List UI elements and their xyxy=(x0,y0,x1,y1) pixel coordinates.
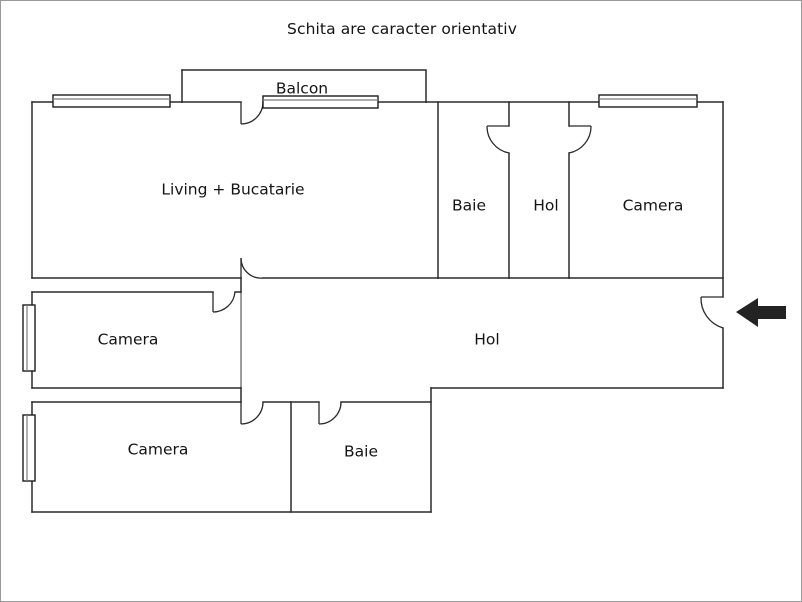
entrance-arrow xyxy=(736,298,786,327)
room-label-living: Living + Bucatarie xyxy=(161,181,304,199)
interior-walls xyxy=(31,101,724,513)
room-label-camera-right: Camera xyxy=(623,197,684,215)
room-label-hol-main: Hol xyxy=(474,331,499,349)
window-camera-right xyxy=(598,94,698,108)
window-living-top xyxy=(52,94,171,108)
room-balcon xyxy=(181,69,427,103)
door-swings xyxy=(212,101,724,425)
page-title: Schita are caracter orientativ xyxy=(287,20,517,38)
room-label-camera-bottom: Camera xyxy=(128,441,189,459)
room-label-camera-middle: Camera xyxy=(98,331,159,349)
room-label-balcon: Balcon xyxy=(276,80,328,98)
window-camera-middle xyxy=(22,304,36,372)
window-camera-bottom xyxy=(22,414,36,482)
room-label-baie-bottom: Baie xyxy=(344,443,378,461)
room-label-baie-top: Baie xyxy=(452,197,486,215)
room-label-hol-top: Hol xyxy=(533,197,558,215)
window-balcon xyxy=(262,95,379,109)
